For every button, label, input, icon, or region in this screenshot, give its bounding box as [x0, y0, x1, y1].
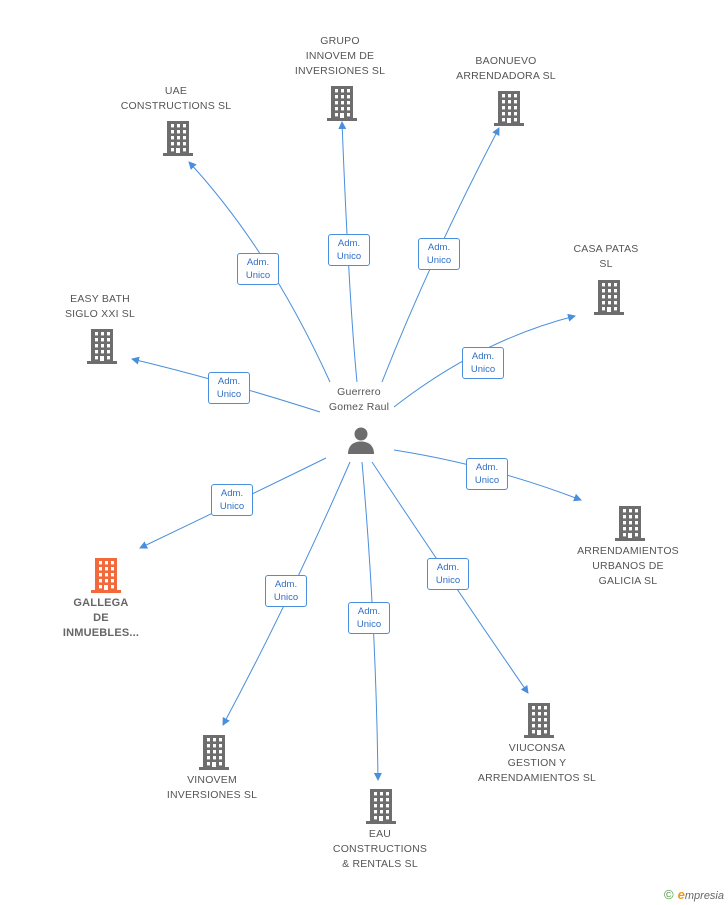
role-badge-casa-patas[interactable]: Adm. Unico [462, 347, 504, 379]
company-label-baonuevo-line: ARRENDADORA SL [456, 70, 556, 82]
company-label-grupo-innovem-line: INNOVEM DE [305, 50, 375, 62]
role-badge-eau[interactable]: Adm. Unico [348, 602, 390, 634]
person-name-label-line: Guerrero [337, 386, 381, 398]
building-icon[interactable] [327, 85, 357, 121]
building-icon[interactable] [524, 702, 554, 738]
role-badge-vinovem[interactable]: Adm. Unico [265, 575, 307, 607]
role-text: Unico [426, 255, 452, 266]
company-label-grupo-innovem[interactable]: GRUPO INNOVEM DE INVERSIONES SL [295, 34, 385, 79]
company-label-gallega-line: GALLEGA [73, 597, 129, 609]
role-text: Unico [273, 592, 299, 603]
company-label-arrendamientos-urbanos-line: URBANOS DE [592, 560, 664, 572]
company-label-gallega-line: INMUEBLES... [62, 627, 140, 639]
brand-logo-letter: e [677, 887, 685, 902]
company-label-eau[interactable]: EAU CONSTRUCTIONS & RENTALS SL [333, 827, 427, 872]
building-icon[interactable] [615, 505, 645, 541]
person-name-label-line: Gomez Raul [328, 401, 390, 413]
role-badge-grupo-innovem[interactable]: Adm. Unico [328, 234, 370, 266]
role-text: Adm. [357, 606, 381, 617]
company-label-grupo-innovem-line: INVERSIONES SL [294, 65, 386, 77]
empresia-brand[interactable]: © empresia [664, 887, 724, 902]
role-text: Unico [435, 575, 461, 586]
role-badge-baonuevo[interactable]: Adm. Unico [418, 238, 460, 270]
role-text: Adm. [471, 351, 495, 362]
company-label-uae[interactable]: UAE CONSTRUCTIONS SL [121, 84, 232, 114]
company-label-gallega[interactable]: GALLEGA DE INMUEBLES... [63, 596, 139, 641]
company-label-easy-bath-line: EASY BATH [70, 293, 130, 305]
company-label-grupo-innovem-line: GRUPO [320, 35, 360, 47]
building-icon[interactable] [366, 788, 396, 824]
edge-grupo-innovem [338, 121, 358, 383]
company-label-vinovem-line: INVERSIONES SL [166, 789, 258, 801]
company-label-eau-line: EAU [368, 828, 392, 840]
company-label-eau-line: & RENTALS SL [342, 858, 418, 870]
company-label-gallega-line: DE [93, 612, 109, 624]
company-label-baonuevo-line: BAONUEVO [475, 55, 537, 67]
role-text: Adm. [436, 562, 460, 573]
company-label-viuconsa-line: VIUCONSA [508, 742, 566, 754]
role-text: Adm. [337, 238, 361, 249]
company-label-arrendamientos-urbanos[interactable]: ARRENDAMIENTOS URBANOS DE GALICIA SL [577, 544, 679, 589]
company-label-viuconsa[interactable]: VIUCONSA GESTION Y ARRENDAMIENTOS SL [478, 741, 596, 786]
role-badge-easy-bath[interactable]: Adm. Unico [208, 372, 250, 404]
company-label-arrendamientos-urbanos-line: GALICIA SL [598, 575, 658, 587]
company-label-vinovem-line: VINOVEM [187, 774, 237, 786]
building-icon[interactable] [494, 90, 524, 126]
role-text: Adm. [217, 376, 241, 387]
role-text: Adm. [475, 462, 499, 473]
company-label-viuconsa-line: ARRENDAMIENTOS SL [477, 772, 597, 784]
company-label-easy-bath-line: SIGLO XXI SL [64, 308, 136, 320]
brand-name: mpresia [684, 890, 724, 902]
role-text: Adm. [274, 579, 298, 590]
role-badge-arrendamientos-urbanos[interactable]: Adm. Unico [466, 458, 508, 490]
role-text: Unico [219, 501, 245, 512]
company-label-casa-patas-line: SL [599, 258, 613, 270]
copyright-symbol: © [664, 887, 674, 902]
company-label-eau-line: CONSTRUCTIONS [332, 843, 428, 855]
role-text: Adm. [220, 488, 244, 499]
role-text: Unico [245, 270, 271, 281]
company-label-baonuevo[interactable]: BAONUEVO ARRENDADORA SL [456, 54, 556, 84]
building-icon[interactable] [594, 279, 624, 315]
role-text: Unico [336, 251, 362, 262]
company-label-viuconsa-line: GESTION Y [507, 757, 567, 769]
role-text: Unico [474, 475, 500, 486]
building-icon[interactable] [199, 734, 229, 770]
role-badge-gallega[interactable]: Adm. Unico [211, 484, 253, 516]
person-icon[interactable] [346, 425, 376, 455]
building-icon[interactable] [163, 120, 193, 156]
role-text: Adm. [246, 257, 270, 268]
role-badge-uae[interactable]: Adm. Unico [237, 253, 279, 285]
building-icon[interactable] [87, 328, 117, 364]
role-text: Unico [356, 619, 382, 630]
company-label-vinovem[interactable]: VINOVEM INVERSIONES SL [167, 773, 257, 803]
company-label-casa-patas-line: CASA PATAS [573, 243, 639, 255]
role-text: Unico [216, 389, 242, 400]
role-text: Unico [470, 364, 496, 375]
company-label-casa-patas[interactable]: CASA PATAS SL [573, 242, 638, 272]
building-icon[interactable] [91, 557, 121, 593]
company-label-uae-line: UAE [164, 85, 188, 97]
company-label-easy-bath[interactable]: EASY BATH SIGLO XXI SL [65, 292, 135, 322]
company-label-uae-line: CONSTRUCTIONS SL [120, 100, 232, 112]
company-label-arrendamientos-urbanos-line: ARRENDAMIENTOS [577, 545, 679, 557]
role-text: Adm. [427, 242, 451, 253]
role-badge-viuconsa[interactable]: Adm. Unico [427, 558, 469, 590]
